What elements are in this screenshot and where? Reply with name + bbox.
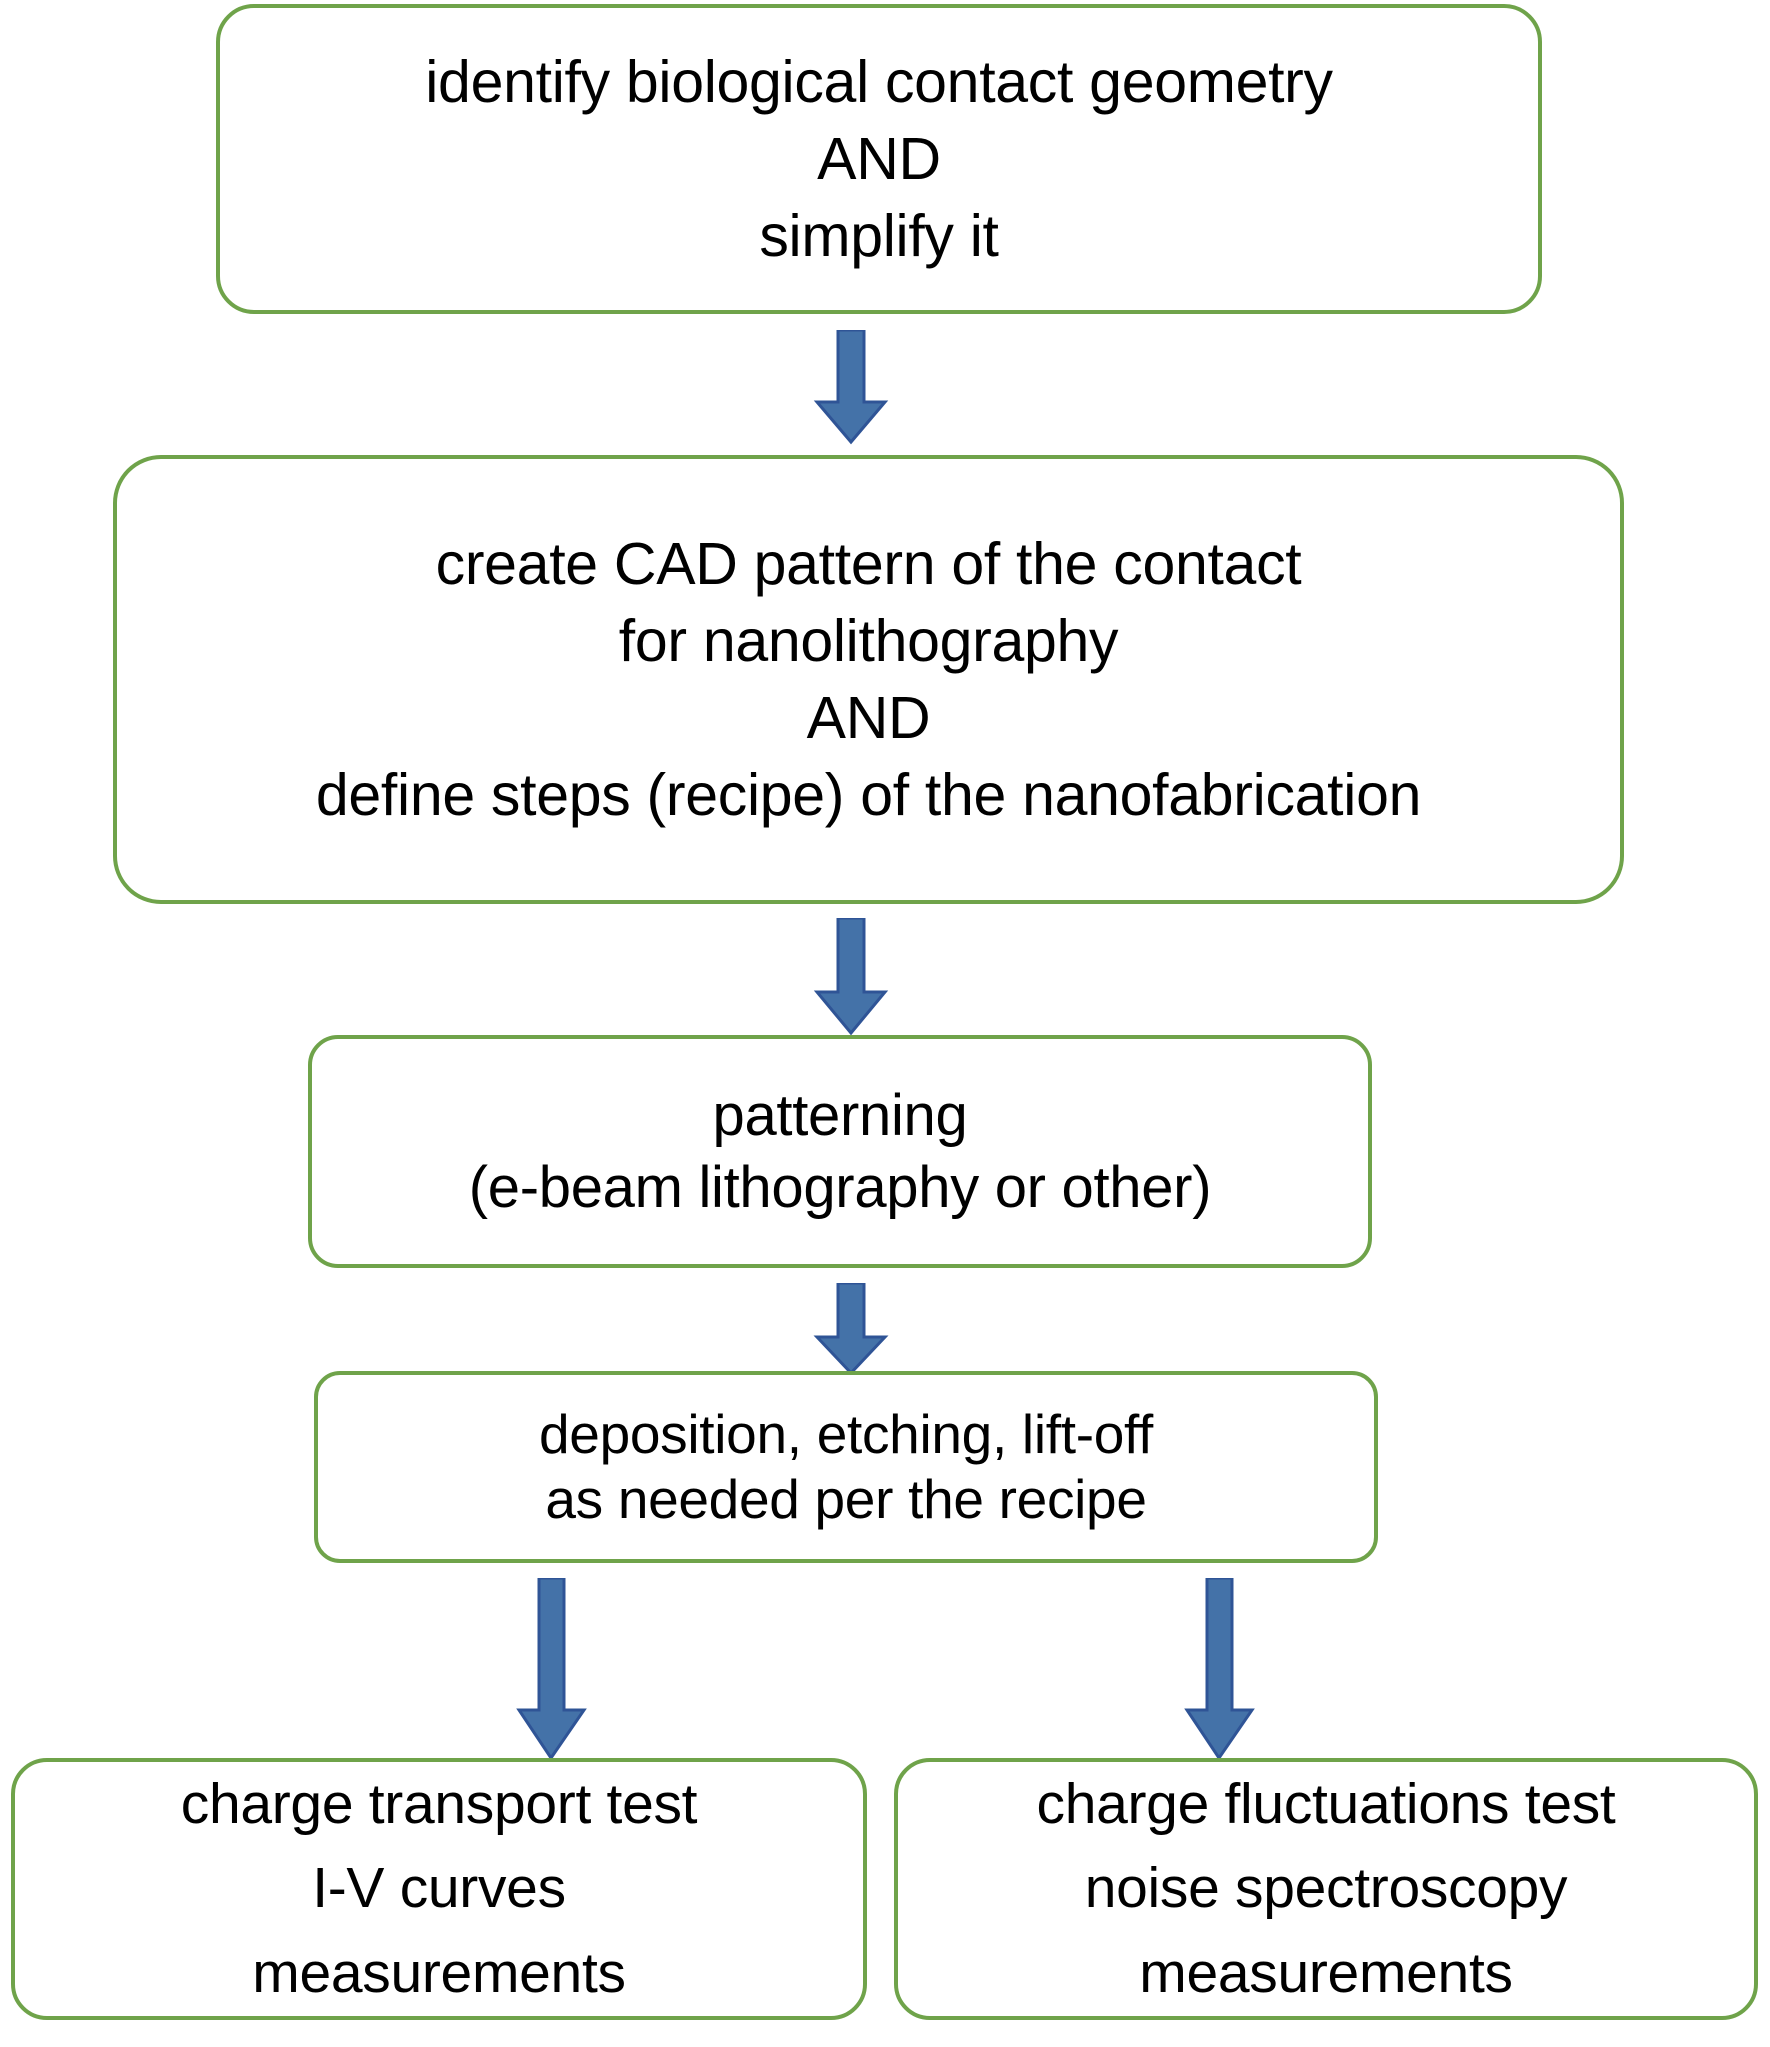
node-line: measurements	[252, 1941, 626, 2006]
node-line: charge transport test	[180, 1771, 698, 1836]
node-line: charge fluctuations test	[1036, 1771, 1616, 1836]
node-line: noise spectroscopy	[1084, 1856, 1568, 1921]
arrow-cad-to-patterning-icon	[811, 918, 891, 1036]
flow-node-charge-fluctuations-test[interactable]: charge fluctuations test noise spectrosc…	[894, 1758, 1758, 2020]
node-line: simplify it	[759, 202, 999, 269]
flow-node-patterning[interactable]: patterning (e-beam lithography or other)	[308, 1035, 1372, 1268]
node-line: AND	[817, 125, 941, 192]
flow-node-deposition-etching-liftoff[interactable]: deposition, etching, lift-off as needed …	[314, 1371, 1378, 1563]
node-line: deposition, etching, lift-off	[539, 1403, 1153, 1465]
node-line: create CAD pattern of the contact	[435, 530, 1302, 597]
arrow-patterning-to-deposition-icon	[811, 1283, 891, 1375]
node-line: measurements	[1139, 1941, 1513, 2006]
node-line: patterning	[712, 1082, 968, 1148]
node-line: (e-beam lithography or other)	[468, 1154, 1212, 1220]
node-line: as needed per the recipe	[545, 1468, 1147, 1530]
node-line: define steps (recipe) of the nanofabrica…	[315, 761, 1422, 828]
flow-node-identify-contact-geometry[interactable]: identify biological contact geometry AND…	[216, 4, 1542, 314]
arrow-deposition-to-transport-icon	[514, 1578, 590, 1760]
arrow-identify-to-cad-icon	[811, 330, 891, 445]
flow-node-create-cad-pattern[interactable]: create CAD pattern of the contact for na…	[113, 455, 1624, 904]
arrow-deposition-to-fluctuations-icon	[1182, 1578, 1258, 1760]
flow-node-charge-transport-test[interactable]: charge transport test I-V curves measure…	[11, 1758, 867, 2020]
node-line: I-V curves	[312, 1856, 566, 1921]
node-line: for nanolithography	[618, 607, 1119, 674]
node-line: identify biological contact geometry	[425, 48, 1333, 115]
node-line: AND	[806, 684, 931, 751]
